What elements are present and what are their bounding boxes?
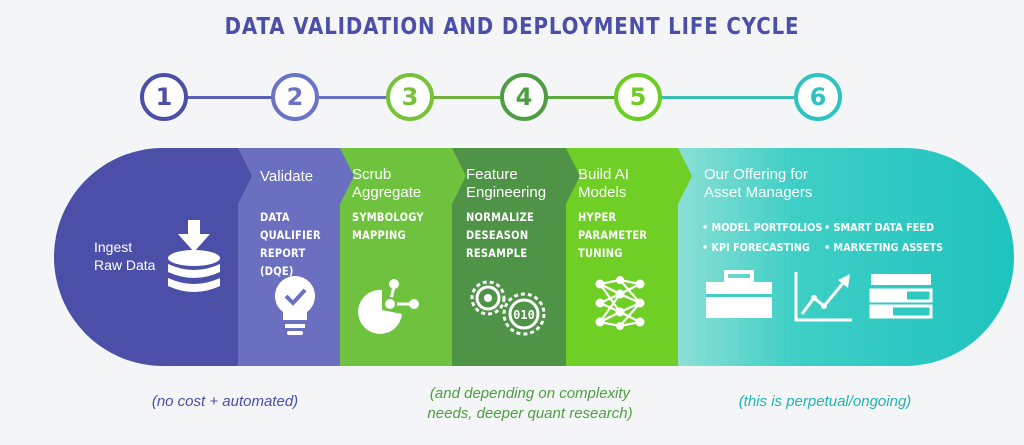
note-middle-line1: (and depending on complexity <box>429 385 631 402</box>
ingest-label: Ingest Raw Data <box>94 238 155 274</box>
ingest-label-line1: Ingest <box>94 239 133 255</box>
offering-list-right: • SMART DATA FEED • MARKETING ASSETS <box>824 218 943 258</box>
feature-task: NORMALIZE <box>466 210 535 224</box>
step-2-badge: 2 <box>266 68 326 128</box>
timeline-connector <box>546 96 632 99</box>
diagram-title: DATA VALIDATION AND DEPLOYMENT LIFE CYCL… <box>224 14 800 40</box>
offering-item: • MARKETING ASSETS <box>824 241 944 254</box>
validate-task: DATA QUALIFIER <box>260 210 321 242</box>
lightbulb-check-icon <box>275 276 315 335</box>
stage-offering: Our Offering for Asset Managers • MODEL … <box>674 148 1014 366</box>
scrub-task: MAPPING <box>352 228 406 242</box>
step-number: 4 <box>500 73 548 121</box>
validate-heading: Validate <box>260 168 314 185</box>
svg-text:010: 010 <box>513 308 535 322</box>
step-number: 3 <box>386 73 434 121</box>
timeline-connector <box>318 96 402 99</box>
feature-heading-line1: Feature <box>466 166 518 183</box>
offering-heading-line2: Asset Managers <box>704 184 813 201</box>
feature-task: RESAMPLE <box>466 246 528 260</box>
timeline-connector <box>661 96 815 99</box>
build-heading-line2: Models <box>578 184 627 201</box>
timeline-connector <box>432 96 517 99</box>
build-heading-line1: Build AI <box>578 166 629 183</box>
step-number: 6 <box>794 73 842 121</box>
offering-item: • KPI FORECASTING <box>702 241 810 254</box>
gears-binary-icon: 010 <box>470 280 546 336</box>
build-task: PARAMETER <box>578 228 648 242</box>
offering-heading-line1: Our Offering for <box>704 166 808 183</box>
ingest-label-line2: Raw Data <box>94 257 156 273</box>
step-timeline: 1 2 3 4 5 6 <box>0 68 1024 128</box>
validate-task: REPORT (DQE) <box>260 246 306 278</box>
build-task: TUNING <box>578 246 623 260</box>
timeline-connector <box>185 96 285 99</box>
step-4-badge: 4 <box>495 68 555 128</box>
step-6-badge: 6 <box>789 68 849 128</box>
feature-heading-line2: Engineering <box>466 184 547 201</box>
step-5-badge: 5 <box>609 68 669 128</box>
stage-ingest: Ingest Raw Data <box>54 148 252 366</box>
download-database-icon <box>168 220 220 292</box>
note-middle-line2: needs, deeper quant research) <box>427 405 633 422</box>
scrub-task: SYMBOLOGY <box>352 210 424 224</box>
stage-build-models: Build AI Models HYPER PARAMETER TUNING <box>564 148 692 366</box>
note-left: (no cost + automated) <box>151 393 299 410</box>
step-number: 5 <box>614 73 662 121</box>
step-number: 1 <box>140 73 188 121</box>
neural-network-icon <box>595 276 645 330</box>
step-3-badge: 3 <box>381 68 441 128</box>
note-right: (this is perpetual/ongoing) <box>738 393 912 410</box>
note-middle: (and depending on complexity needs, deep… <box>380 384 680 424</box>
feature-task: DESEASON <box>466 228 529 242</box>
step-1-badge: 1 <box>135 68 195 128</box>
stage-feature-engineering: Feature Engineering NORMALIZE DESEASON R… <box>452 148 580 366</box>
pie-node-icon <box>358 279 419 334</box>
lifecycle-band: Our Offering for Asset Managers • MODEL … <box>54 148 1014 366</box>
offering-item: • SMART DATA FEED <box>824 221 935 234</box>
scrub-heading-line2: Aggregate <box>352 184 422 201</box>
step-number: 2 <box>271 73 319 121</box>
growth-chart-icon <box>794 272 852 322</box>
stage-validate: Validate DATA QUALIFIER REPORT (DQE) <box>238 148 354 366</box>
scrub-heading-line1: Scrub <box>352 166 392 183</box>
offering-item: • MODEL PORTFOLIOS <box>702 221 823 234</box>
offering-list-left: • MODEL PORTFOLIOS • KPI FORECASTING <box>702 218 822 258</box>
data-feed-bars-icon <box>869 274 933 319</box>
stage-scrub-aggregate: Scrub Aggregate SYMBOLOGY MAPPING <box>338 148 466 366</box>
briefcase-icon <box>706 270 772 318</box>
build-task: HYPER <box>578 210 617 224</box>
